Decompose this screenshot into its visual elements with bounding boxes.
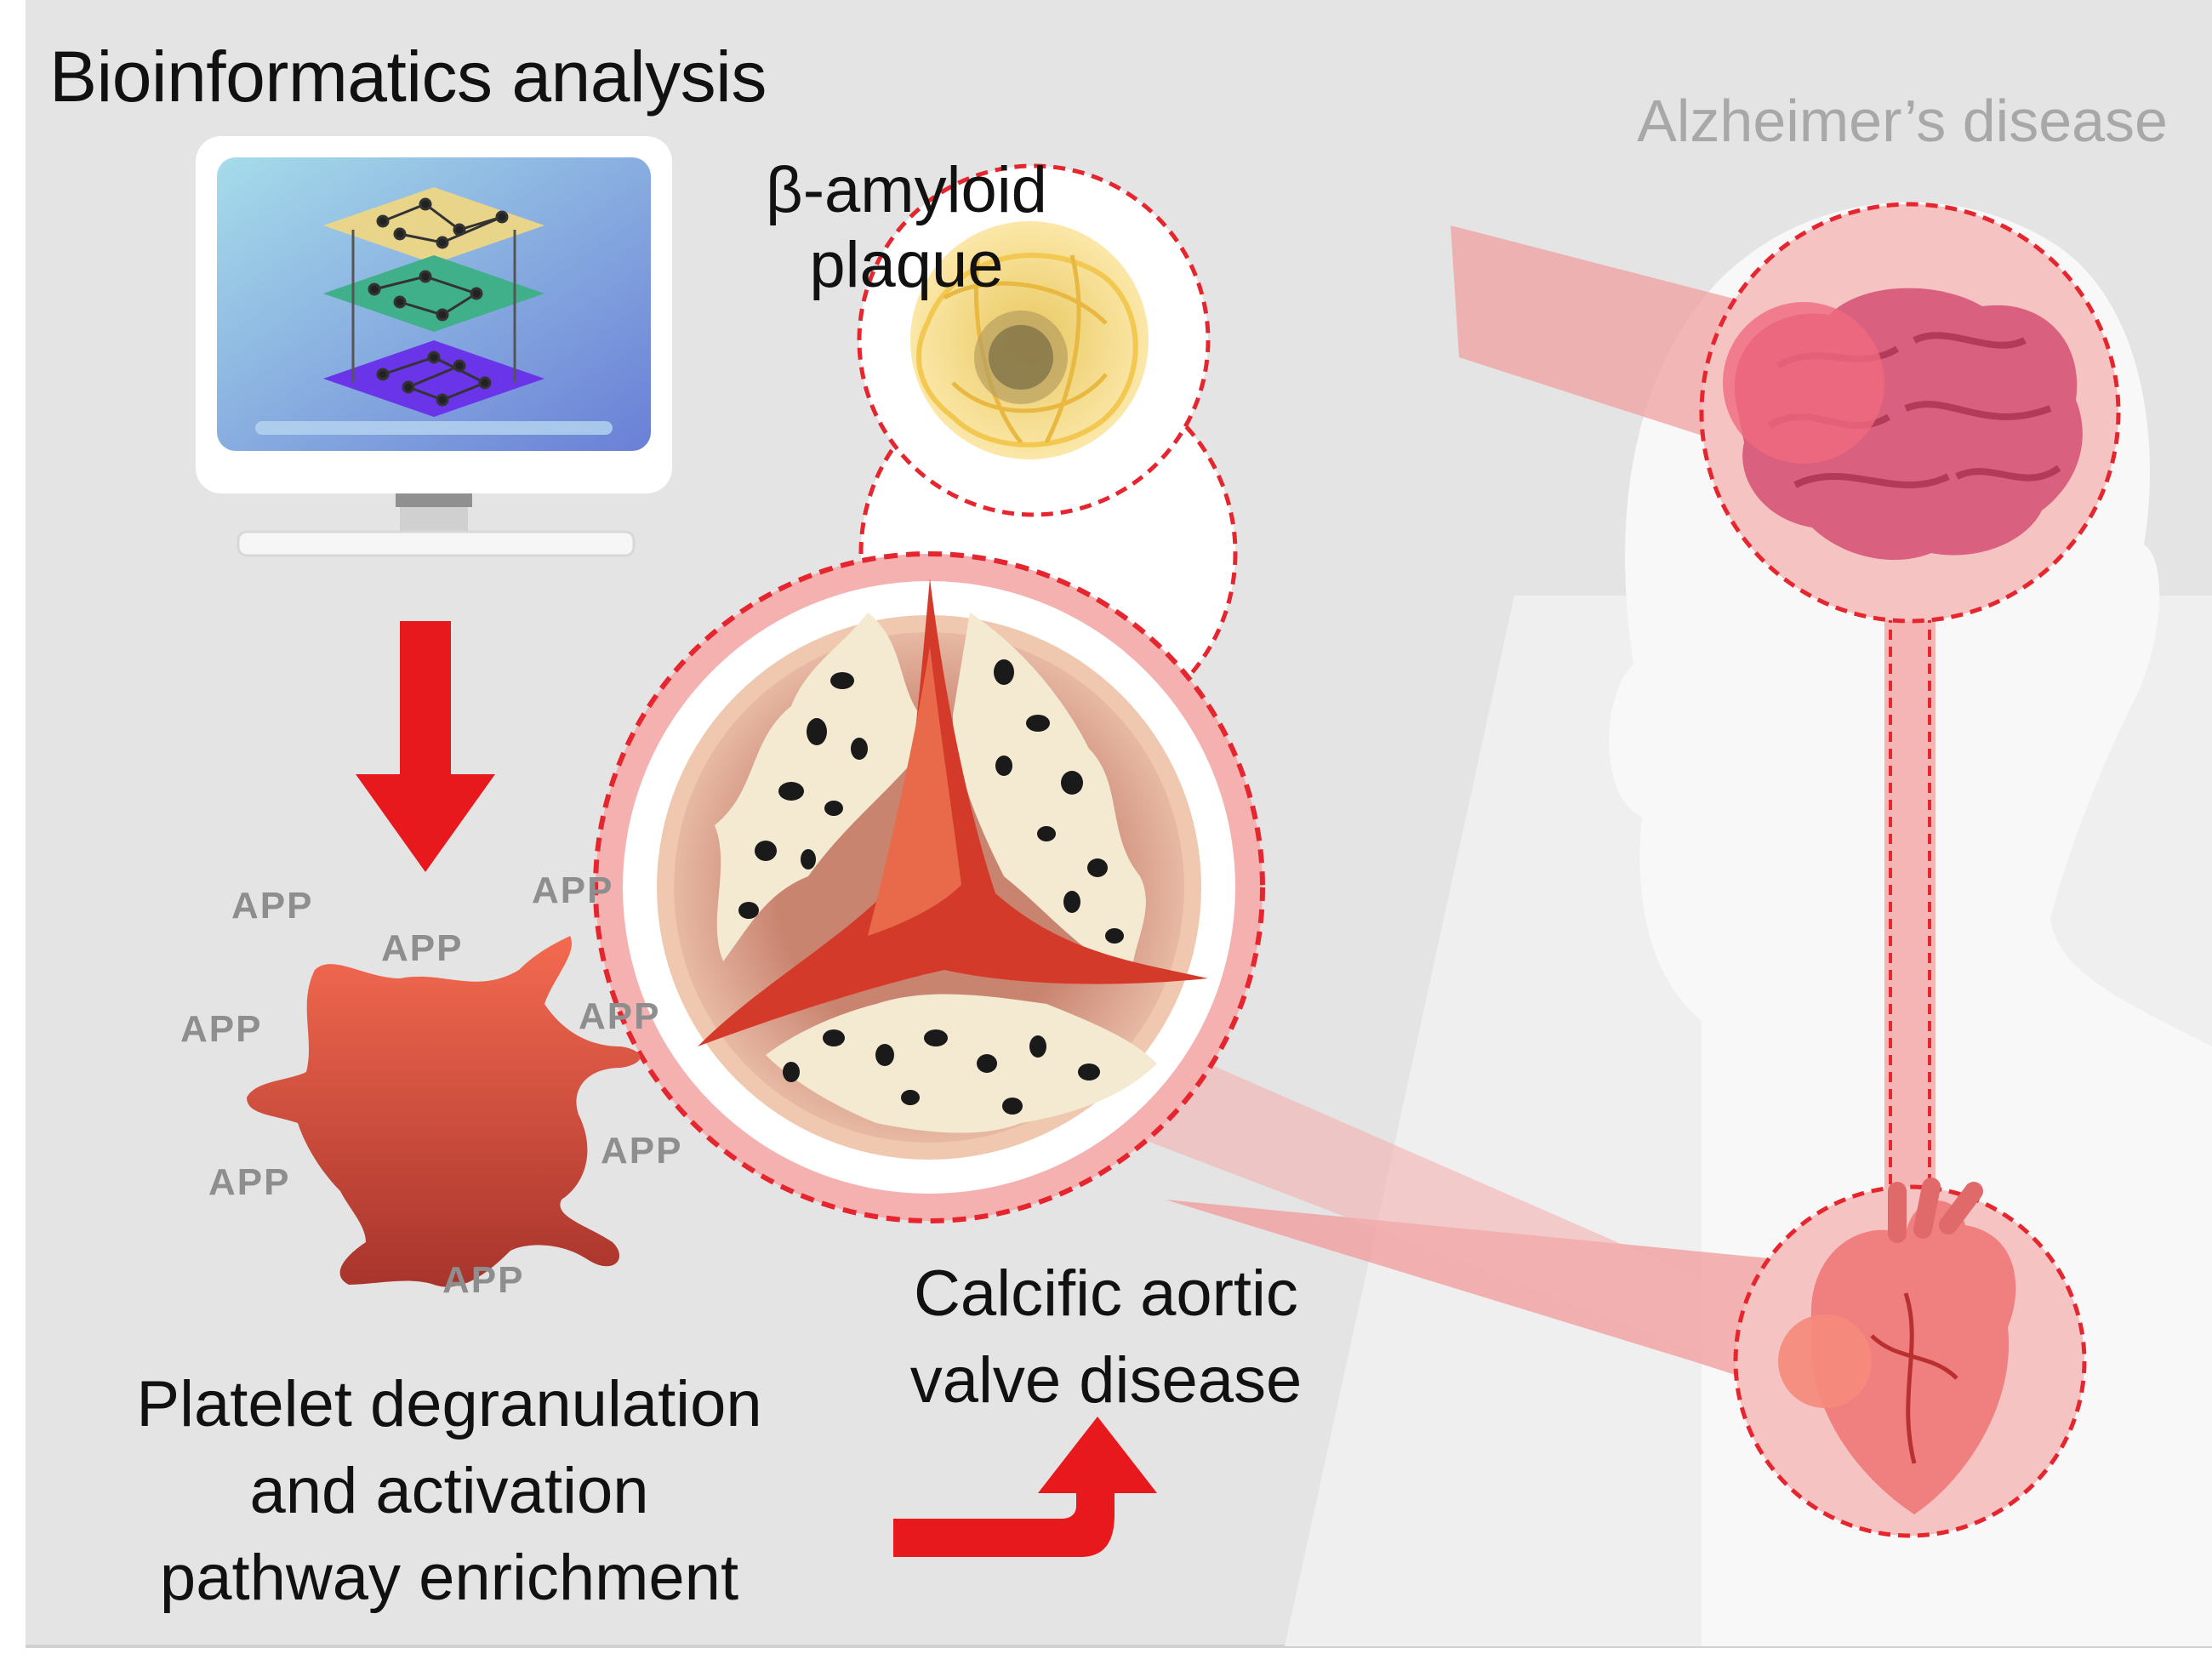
- calcium-deposit: [766, 994, 1157, 1133]
- app-label: APP: [579, 995, 661, 1037]
- app-label: APP: [532, 870, 614, 911]
- platelet-icon: [247, 936, 641, 1287]
- plaque-circle: [857, 163, 1211, 517]
- curved-arrow-icon: [893, 1417, 1157, 1557]
- app-label: APP: [442, 1259, 525, 1301]
- cavd-line1: Calcific aortic: [914, 1257, 1298, 1330]
- calcium-spots: [738, 659, 1124, 1115]
- beta-amyloid-label: β-amyloid plaque: [766, 153, 1047, 303]
- brain-heart-connector: [1884, 613, 1936, 1200]
- network-layers-icon: [323, 187, 544, 417]
- beta-amyloid-line2: plaque: [809, 229, 1004, 301]
- brain-icon: [1723, 288, 2083, 561]
- brain-circle: [1699, 202, 2121, 624]
- calcium-deposit: [953, 613, 1146, 978]
- cavd-line2: valve disease: [909, 1344, 1303, 1417]
- valve-to-heart-beam: [1166, 1200, 1825, 1404]
- plaque-icon: [910, 221, 1149, 459]
- app-label: APP: [180, 1008, 263, 1050]
- alzheimers-label: Alzheimer’s disease: [1637, 88, 2168, 154]
- cavd-label: Calcific aortic valve disease: [842, 1251, 1370, 1424]
- heart-circle: [1733, 1177, 2087, 1538]
- app-label: APP: [231, 885, 314, 927]
- app-label: APP: [381, 927, 464, 969]
- beta-amyloid-line1: β-amyloid: [766, 154, 1047, 226]
- platelet-pathway-label: Platelet degranulation and activation pa…: [92, 1361, 807, 1622]
- platelet-line3: pathway enrichment: [159, 1542, 739, 1614]
- calcium-deposit: [715, 613, 936, 961]
- heart-icon: [1778, 1177, 2016, 1514]
- platelet-line1: Platelet degranulation: [136, 1368, 762, 1440]
- app-label: APP: [208, 1161, 291, 1203]
- diagram-title: Bioinformatics analysis: [49, 37, 767, 117]
- monitor-icon: [196, 136, 672, 557]
- app-label: APP: [601, 1130, 683, 1172]
- valve-leaflets: [698, 579, 1208, 1046]
- valve-circle: [593, 363, 1265, 1223]
- down-arrow-icon: [356, 621, 495, 872]
- platelet-line2: and activation: [249, 1455, 649, 1527]
